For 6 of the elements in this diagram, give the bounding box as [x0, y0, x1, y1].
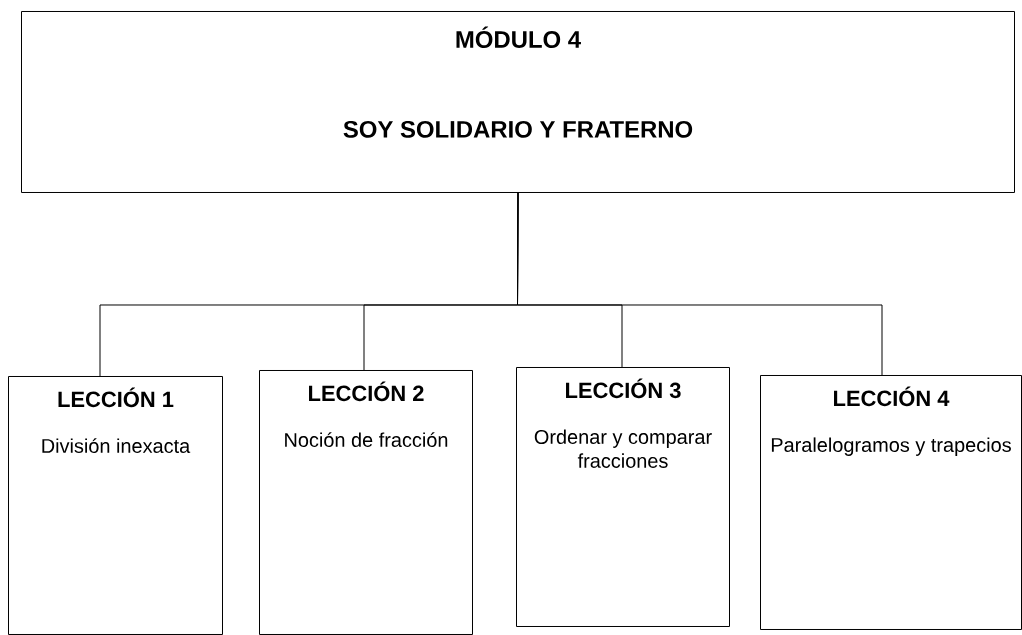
module-box: MÓDULO 4 SOY SOLIDARIO Y FRATERNO: [21, 11, 1015, 193]
lesson-box: LECCIÓN 2 Noción de fracción: [259, 370, 473, 635]
lesson-box: LECCIÓN 3 Ordenar y comparar fracciones: [516, 367, 730, 627]
lesson-box: LECCIÓN 1 División inexacta: [8, 376, 223, 635]
connector-line: [517, 192, 883, 376]
lesson-box: LECCIÓN 4 Paralelogramos y trapecios: [760, 375, 1022, 630]
